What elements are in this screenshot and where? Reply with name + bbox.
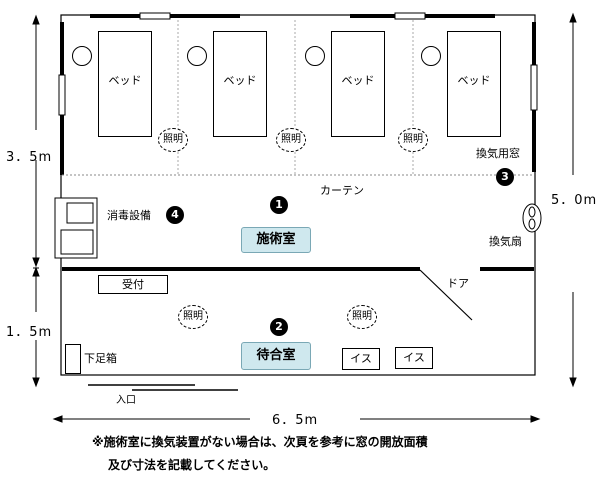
pillow-icon	[305, 46, 325, 66]
fan-icon	[522, 203, 542, 233]
shoe-box	[65, 344, 81, 374]
lamp-icon: 照明	[158, 128, 188, 152]
bed-2: ベッド	[213, 31, 267, 137]
lamp-icon: 照明	[178, 305, 208, 329]
lamp-icon: 照明	[276, 128, 306, 152]
bed-1: ベッド	[98, 31, 152, 137]
fan-label: 換気扇	[489, 235, 522, 248]
chair-2: イス	[395, 347, 433, 369]
treatment-height-dimension: 3．5m	[6, 150, 53, 165]
waiting-height-dimension: 1．5m	[6, 325, 53, 340]
reception-desk: 受付	[98, 275, 168, 294]
note-line-1: ※施術室に換気装置がない場合は、次頁を参考に窓の開放面積	[92, 435, 428, 449]
disinfection-number: 4	[166, 206, 184, 224]
pillow-icon	[421, 46, 441, 66]
left-window	[58, 74, 66, 116]
bed-4: ベッド	[447, 31, 501, 137]
pillow-icon	[187, 46, 207, 66]
vent-window-label: 換気用窓	[476, 147, 520, 160]
chair-1: イス	[342, 348, 380, 370]
vent-window-frame	[530, 64, 538, 111]
note-line-2: 及び寸法を記載してください。	[108, 458, 276, 472]
vent-window-number: 3	[496, 168, 514, 186]
total-height-dimension: 5．0m	[551, 193, 598, 208]
lamp-icon: 照明	[347, 305, 377, 329]
top-window-left	[139, 12, 171, 20]
door-label: ドア	[447, 277, 469, 290]
curtain-label: カーテン	[320, 184, 364, 197]
sink-cabinet	[54, 197, 98, 259]
outer-wall	[60, 14, 536, 376]
shoe-box-label: 下足箱	[84, 352, 117, 365]
total-width-dimension: 6．5m	[272, 413, 319, 428]
lamp-icon: 照明	[398, 128, 428, 152]
treatment-room-number: 1	[270, 196, 288, 214]
bed-3: ベッド	[331, 31, 385, 137]
entrance-label: 入口	[116, 395, 136, 406]
disinfection-label: 消毒設備	[107, 209, 151, 222]
treatment-room-label: 施術室	[241, 227, 311, 253]
top-window-right	[394, 12, 426, 20]
waiting-room-number: 2	[270, 318, 288, 336]
door-swing	[419, 269, 473, 321]
sink-basin-bottom	[60, 229, 94, 255]
dimension-arrows	[32, 12, 577, 423]
waiting-room-label: 待合室	[241, 342, 311, 370]
pillow-icon	[72, 46, 92, 66]
sink-basin-top	[66, 202, 94, 224]
